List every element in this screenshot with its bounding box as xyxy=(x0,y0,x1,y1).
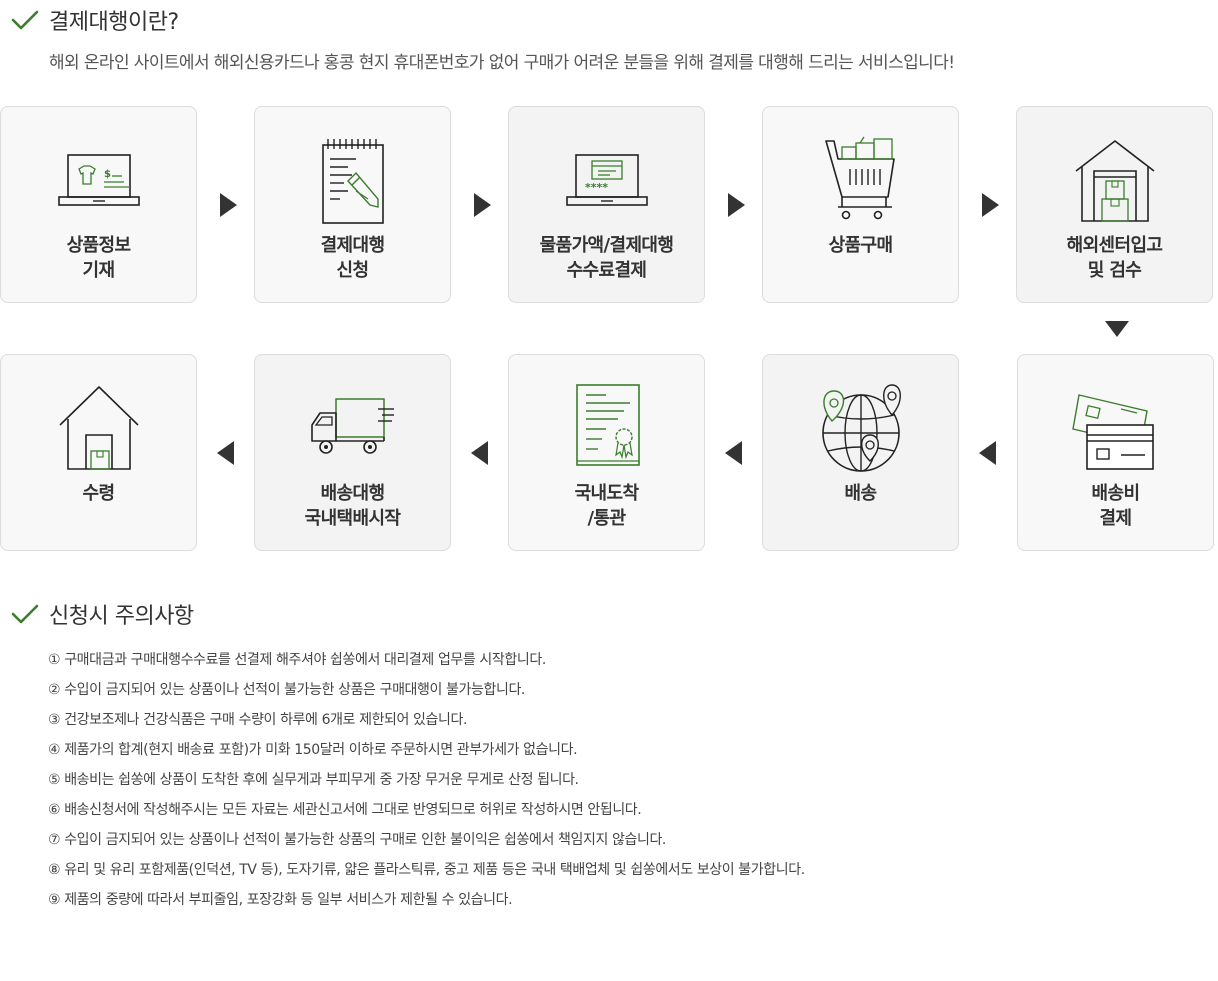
list-item: ⑦ 수입이 금지되어 있는 상품이나 선적이 불가능한 상품의 구매로 인한 불… xyxy=(48,832,666,848)
check-icon xyxy=(11,604,39,624)
list-item: ② 수입이 금지되어 있는 상품이나 선적이 불가능한 상품은 구매대행이 불가… xyxy=(48,682,525,698)
intro-title: 결제대행이란? xyxy=(49,10,179,35)
intro-header: 결제대행이란? xyxy=(10,4,179,36)
arrow-right-icon xyxy=(218,192,238,218)
step-label: 결제대행 신청 xyxy=(320,235,385,281)
arrow-left-icon xyxy=(978,440,998,466)
warehouse-icon xyxy=(1070,135,1160,225)
list-item: ⑧ 유리 및 유리 포함제품(인덕션, TV 등), 도자기류, 얇은 플라스틱… xyxy=(48,862,805,878)
notice-header: 신청시 주의사항 xyxy=(10,598,194,630)
arrow-right-icon xyxy=(472,192,492,218)
arrow-down-icon xyxy=(1104,320,1130,338)
notice-title: 신청시 주의사항 xyxy=(49,604,194,629)
credit-card-icon xyxy=(1071,383,1161,473)
intro-description: 해외 온라인 사이트에서 해외신용카드나 홍콩 현지 휴대폰번호가 없어 구매가… xyxy=(49,53,955,73)
step-card-5: 해외센터입고 및 검수 xyxy=(1016,106,1213,303)
step-label: 해외센터입고 및 검수 xyxy=(1066,235,1163,281)
list-item: ④ 제품가의 합계(현지 배송료 포함)가 미화 150달러 이하로 주문하시면… xyxy=(48,742,578,758)
step-label: 상품정보 기재 xyxy=(66,235,131,281)
step-label: 국내도착 /통관 xyxy=(574,483,639,529)
arrow-left-icon xyxy=(470,440,490,466)
step-card-2: 결제대행 신청 xyxy=(254,106,451,303)
step-label: 배송대행 국내택배시작 xyxy=(304,483,401,529)
step-label: 배송 xyxy=(844,483,878,504)
step-label: 배송비 결제 xyxy=(1091,483,1140,529)
laptop-shirt-icon: $ xyxy=(54,135,144,225)
list-item: ⑥ 배송신청서에 작성해주시는 모든 자료는 세관신고서에 그대로 반영되므로 … xyxy=(48,802,642,818)
step-card-8: 국내도착 /통관 xyxy=(508,354,705,551)
check-icon xyxy=(11,10,39,30)
arrow-right-icon xyxy=(980,192,1000,218)
step-card-6: 배송비 결제 xyxy=(1017,354,1214,551)
step-card-4: 상품구매 xyxy=(762,106,959,303)
step-label: 수령 xyxy=(82,483,116,504)
list-item: ① 구매대금과 구매대행수수료를 선결제 해주셔야 쉽쏭에서 대리결제 업무를 … xyxy=(48,652,546,668)
arrow-left-icon xyxy=(216,440,236,466)
step-card-9: 배송대행 국내택배시작 xyxy=(254,354,451,551)
step-card-1: $ 상품정보 기재 xyxy=(0,106,197,303)
arrow-right-icon xyxy=(726,192,746,218)
step-card-3: **** 물품가액/결제대행 수수료결제 xyxy=(508,106,705,303)
arrow-left-icon xyxy=(724,440,744,466)
certificate-icon xyxy=(562,383,652,473)
list-item: ③ 건강보조제나 건강식품은 구매 수량이 하루에 6개로 제한되어 있습니다. xyxy=(48,712,468,728)
notice-list: ① 구매대금과 구매대행수수료를 선결제 해주셔야 쉽쏭에서 대리결제 업무를 … xyxy=(48,645,805,915)
step-label: 상품구매 xyxy=(828,235,893,256)
svg-text:$: $ xyxy=(104,169,111,180)
step-card-7: 배송 xyxy=(762,354,959,551)
notepad-pencil-icon xyxy=(308,135,398,225)
svg-text:****: **** xyxy=(585,181,608,194)
step-label: 물품가액/결제대행 수수료결제 xyxy=(539,235,674,281)
step-card-10: 수령 xyxy=(0,354,197,551)
list-item: ⑤ 배송비는 쉽쏭에 상품이 도착한 후에 실무게과 부피무게 중 가장 무거운… xyxy=(48,772,579,788)
delivery-truck-icon xyxy=(308,383,398,473)
globe-pins-icon xyxy=(816,383,906,473)
list-item: ⑨ 제품의 중량에 따라서 부피줄임, 포장강화 등 일부 서비스가 제한될 수… xyxy=(48,892,513,908)
shopping-cart-icon xyxy=(816,135,906,225)
laptop-card-icon: **** xyxy=(562,135,652,225)
house-package-icon xyxy=(54,383,144,473)
